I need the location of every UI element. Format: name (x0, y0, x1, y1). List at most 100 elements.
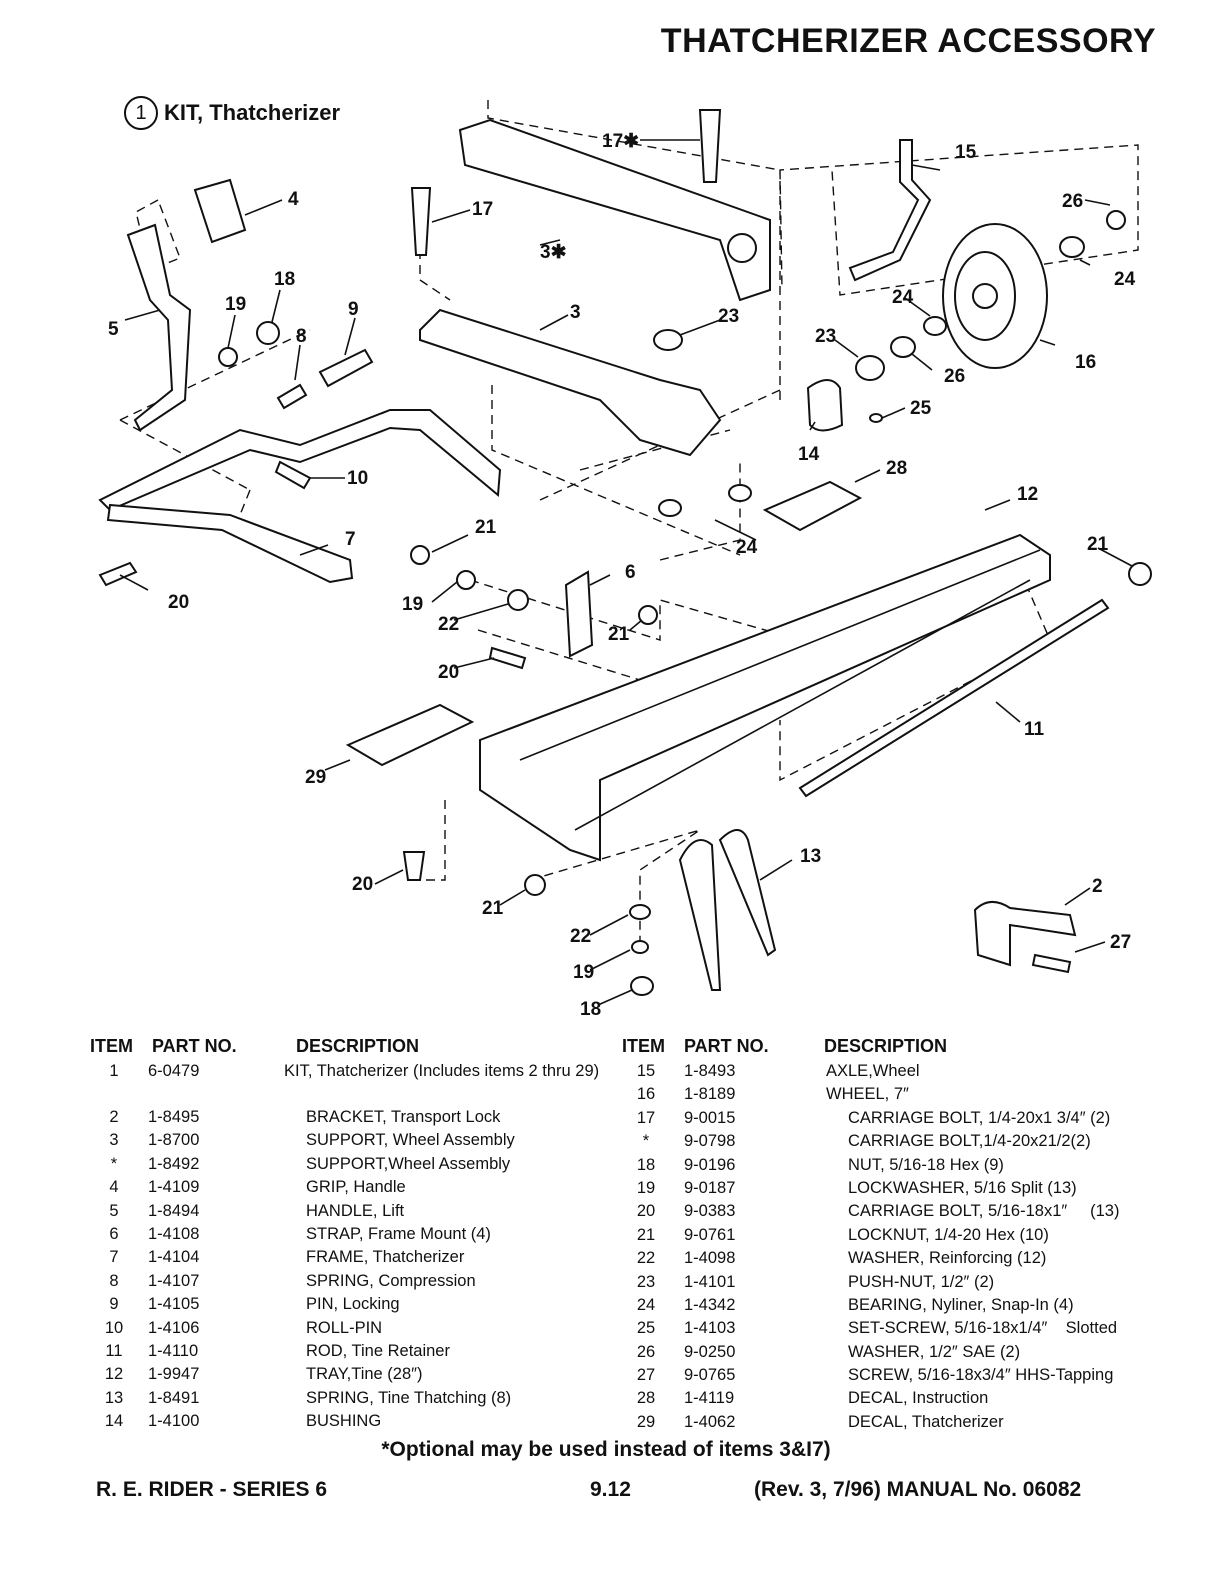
part-number: 9-0383 (684, 1202, 736, 1221)
part-description: BUSHING (306, 1412, 382, 1431)
item-number: 12 (104, 1365, 124, 1384)
callout: 19 (225, 294, 246, 315)
callout: 2 (1092, 876, 1103, 897)
part-number: 1-4103 (684, 1319, 736, 1338)
kit-label: KIT, Thatcherizer (164, 100, 341, 125)
part-number: 1-4106 (148, 1318, 200, 1337)
table-header: ITEM PART NO. DESCRIPTION (622, 1036, 1182, 1060)
item-number: 22 (636, 1249, 656, 1268)
item-number: * (110, 1154, 118, 1173)
part-number: 1-9947 (148, 1365, 200, 1384)
page-title: THATCHERIZER ACCESSORY (660, 22, 1156, 60)
callout: 6 (625, 562, 636, 583)
table-row: 10 1-4106 ROLL-PIN (90, 1317, 610, 1340)
part-description: SUPPORT, Wheel Assembly (306, 1131, 515, 1150)
callout: 22 (438, 614, 459, 635)
kit-number-badge: 1 (124, 96, 158, 130)
item-number: 16 (636, 1085, 656, 1104)
callout: 13 (800, 846, 821, 867)
item-number: 23 (636, 1272, 656, 1291)
item-number: 29 (636, 1412, 656, 1431)
item-number: 21 (636, 1225, 656, 1244)
part-number: 6-0479 (148, 1062, 200, 1080)
part-number: 1-4119 (684, 1389, 735, 1408)
part-number: 1-4105 (148, 1295, 200, 1314)
table-row: 20 9-0383 CARRIAGE BOLT, 5/16-18x1″ (13) (622, 1200, 1182, 1223)
part-description: FRAME, Thatcherizer (306, 1248, 465, 1267)
item-number: 10 (104, 1318, 124, 1337)
callout: 27 (1110, 932, 1131, 953)
callout: 4 (288, 189, 299, 210)
callout: 3 (570, 302, 581, 323)
callout: 7 (345, 529, 356, 550)
callout: 21 (608, 624, 630, 645)
part-number: 9-0015 (684, 1108, 736, 1127)
callout: 23 (815, 326, 836, 347)
part-number: 9-0761 (684, 1225, 736, 1244)
part-description: CARRIAGE BOLT, 5/16-18x1″ (13) (848, 1202, 1120, 1221)
table-row: 6 1-4108 STRAP, Frame Mount (4) (90, 1223, 610, 1246)
item-number: 20 (636, 1202, 656, 1221)
part-description: ROD, Tine Retainer (306, 1341, 450, 1360)
part-number: 1-4110 (148, 1341, 199, 1360)
part-number: 1-4342 (684, 1295, 736, 1314)
part-description: SPRING, Compression (306, 1271, 476, 1290)
part-description: AXLE,Wheel (826, 1062, 920, 1080)
header-part-no: PART NO. (684, 1036, 769, 1056)
part-number: 1-8494 (148, 1201, 200, 1220)
callout: 3✱ (540, 242, 567, 263)
part-description: SET-SCREW, 5/16-18x1/4″ Slotted (848, 1319, 1118, 1338)
callout: 25 (910, 398, 932, 419)
part-number: 1-8491 (148, 1388, 200, 1407)
part-description: BEARING, Nyliner, Snap-In (4) (848, 1295, 1074, 1314)
part-number: 1-8189 (684, 1085, 736, 1104)
item-number: 14 (104, 1412, 124, 1431)
part-description: WHEEL, 7″ (826, 1085, 909, 1104)
callout: 14 (798, 444, 820, 465)
callout: 26 (944, 366, 965, 387)
part-number: 9-0250 (684, 1342, 736, 1361)
part-description: TRAY,Tine (28″) (306, 1365, 423, 1384)
part-number: 1-8493 (684, 1062, 736, 1080)
item-number: 19 (636, 1178, 656, 1197)
footer-page-number: 9.12 (590, 1478, 631, 1501)
callout: 12 (1017, 484, 1038, 505)
part-description: ROLL-PIN (306, 1318, 383, 1337)
callout: 24 (892, 287, 914, 308)
part-number: 1-4109 (148, 1178, 200, 1197)
item-number: 6 (109, 1224, 119, 1243)
header-description: DESCRIPTION (296, 1036, 420, 1056)
callout: 29 (305, 767, 326, 788)
header-part-no: PART NO. (152, 1036, 237, 1056)
item-number: 15 (636, 1062, 656, 1080)
callout: 19 (573, 962, 594, 983)
item-number: 8 (109, 1271, 119, 1290)
item-number: 5 (109, 1201, 119, 1220)
part-number: 1-4108 (148, 1224, 200, 1243)
table-header: ITEM PART NO. DESCRIPTION (90, 1036, 610, 1060)
callout: 5 (108, 319, 119, 340)
part-description: WASHER, Reinforcing (12) (848, 1249, 1047, 1268)
callout: 10 (347, 468, 368, 489)
item-number: 13 (104, 1388, 124, 1407)
part-description: SUPPORT,Wheel Assembly (306, 1154, 511, 1173)
exploded-parts-diagram: 17✱ 15 26 24 4 17 3✱ 18 19 9 8 5 3 23 24… (98, 100, 1152, 1020)
part-number: 1-4104 (148, 1248, 200, 1267)
item-number: 28 (636, 1389, 656, 1408)
part-number: 1-8495 (148, 1108, 200, 1126)
part-description: STRAP, Frame Mount (4) (306, 1224, 491, 1243)
callout: 20 (352, 874, 373, 895)
item-number: 7 (109, 1248, 119, 1267)
